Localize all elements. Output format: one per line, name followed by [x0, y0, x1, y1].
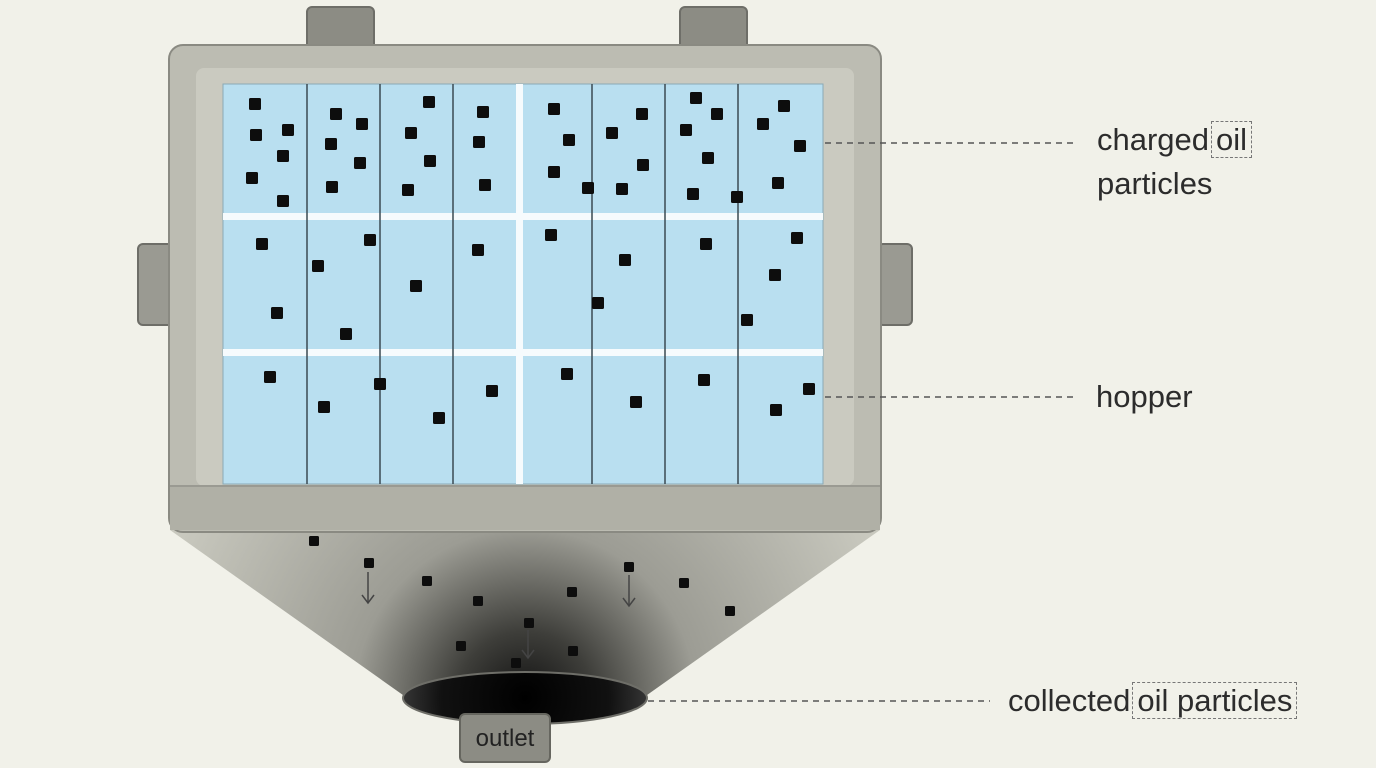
particle-icon [354, 157, 366, 169]
particle-icon [477, 106, 489, 118]
oil-highlight: oil [1211, 121, 1253, 158]
particle-icon [741, 314, 753, 326]
particle-icon [725, 606, 735, 616]
particle-icon [794, 140, 806, 152]
particle-icon [770, 404, 782, 416]
particle-icon [616, 183, 628, 195]
particle-icon [256, 238, 268, 250]
particle-icon [548, 103, 560, 115]
particle-icon [567, 587, 577, 597]
particle-icon [791, 232, 803, 244]
particle-icon [637, 159, 649, 171]
leader-lines [648, 142, 1078, 702]
particle-icon [374, 378, 386, 390]
particle-icon [803, 383, 815, 395]
hopper-funnel [170, 530, 880, 700]
particle-icon [318, 401, 330, 413]
particle-icon [356, 118, 368, 130]
particle-icon [473, 136, 485, 148]
particle-icon [606, 127, 618, 139]
housing-bottom-band [170, 486, 880, 530]
particle-icon [340, 328, 352, 340]
particle-icon [680, 124, 692, 136]
particle-icon [271, 307, 283, 319]
particle-icon [592, 297, 604, 309]
falling-oil-particles [309, 536, 735, 668]
particle-icon [277, 195, 289, 207]
particle-icon [778, 100, 790, 112]
particle-icon [679, 578, 689, 588]
particle-icon [364, 234, 376, 246]
particle-icon [772, 177, 784, 189]
charged-oil-particles [246, 92, 815, 424]
particle-icon [473, 596, 483, 606]
particle-icon [405, 127, 417, 139]
particle-icon [402, 184, 414, 196]
particle-icon [568, 646, 578, 656]
particle-icon [545, 229, 557, 241]
oil-particles-highlight: oil particles [1132, 682, 1298, 719]
particle-icon [364, 558, 374, 568]
particle-icon [624, 562, 634, 572]
particle-icon [702, 152, 714, 164]
particle-icon [422, 576, 432, 586]
particle-icon [511, 658, 521, 668]
particle-icon [325, 138, 337, 150]
particle-icon [433, 412, 445, 424]
particle-icon [309, 536, 319, 546]
particle-icon [277, 150, 289, 162]
particle-icon [687, 188, 699, 200]
particle-icon [330, 108, 342, 120]
particle-icon [424, 155, 436, 167]
particle-icon [410, 280, 422, 292]
particle-icon [249, 98, 261, 110]
particle-icon [456, 641, 466, 651]
particle-icon [524, 618, 534, 628]
particle-icon [548, 166, 560, 178]
particle-icon [282, 124, 294, 136]
particle-icon [731, 191, 743, 203]
particle-icon [711, 108, 723, 120]
particle-icon [326, 181, 338, 193]
particle-icon [690, 92, 702, 104]
particle-icon [769, 269, 781, 281]
particle-icon [561, 368, 573, 380]
particle-icon [563, 134, 575, 146]
particle-icon [700, 238, 712, 250]
particle-icon [630, 396, 642, 408]
particle-icon [472, 244, 484, 256]
particle-icon [698, 374, 710, 386]
particle-icon [312, 260, 324, 272]
side-tab-right [877, 243, 913, 326]
particle-icon [757, 118, 769, 130]
down-arrow-icon [361, 572, 636, 660]
particle-icon [479, 179, 491, 191]
particle-icon [423, 96, 435, 108]
particle-icon [246, 172, 258, 184]
outlet-box [459, 713, 551, 763]
particle-icon [636, 108, 648, 120]
collector-plates [306, 84, 739, 484]
outlet-label: outlet [475, 725, 535, 752]
particle-icon [250, 129, 262, 141]
hopper-label: hopper [1096, 379, 1193, 414]
particle-icon [582, 182, 594, 194]
particle-icon [264, 371, 276, 383]
particle-icon [486, 385, 498, 397]
particle-icon [619, 254, 631, 266]
